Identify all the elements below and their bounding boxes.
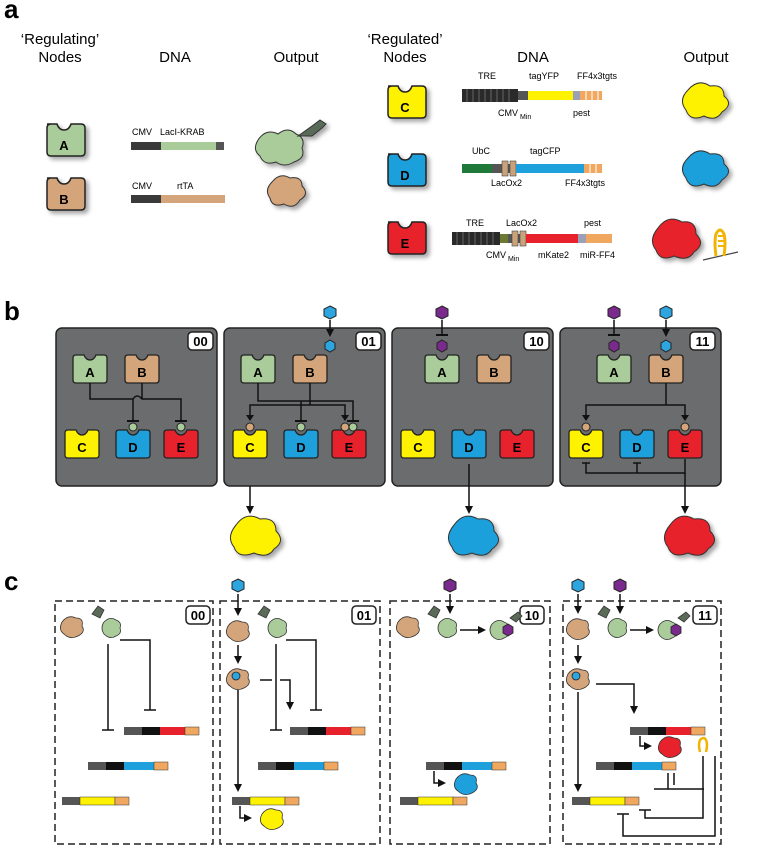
regulating-title: ‘Regulating’ [21,31,99,48]
svg-text:A: A [253,365,263,380]
dna-d-label-lacox2: LacOx2 [491,178,522,188]
dna-e-label-cmv: CMV [486,250,506,260]
svg-text:A: A [437,365,447,380]
dna-c-label-cmv: CMV [498,108,518,118]
svg-text:B: B [305,365,314,380]
svg-text:C: C [245,440,255,455]
svg-text:D: D [296,440,305,455]
state-label-00: 00 [193,334,207,349]
output-a-protein [254,119,327,166]
dna-c-label-ff4: FF4x3tgts [577,71,618,81]
dna-e-label-lacox2: LacOx2 [506,218,537,228]
svg-text:D: D [632,440,641,455]
dna-c-label-tagyfp: tagYFP [529,71,559,81]
svg-text:C: C [413,440,423,455]
node-c-label: C [400,100,410,115]
dna-e-label-pest: pest [584,218,602,228]
panel-c-label: c [4,566,18,596]
svg-text:D: D [464,440,473,455]
node-e-legend [387,221,427,255]
panel-a-label: a [4,0,19,24]
circuit-box-10: 10 [389,578,551,845]
dna-header-left: DNA [159,49,191,66]
dna-c-construct [462,89,602,102]
node-a-label: A [59,138,69,153]
node-c-legend [387,85,427,119]
node-a-legend [46,123,86,157]
circuit-state-00: 00 [191,608,205,623]
state-label-11: 11 [696,334,710,349]
dna-c-label-tre: TRE [478,71,496,81]
node-e-label: E [401,236,410,251]
dna-e-label-min: Min [508,256,519,263]
dna-b-label-2: rtTA [177,181,193,191]
dna-c-label-pest: pest [573,108,591,118]
output-header-right: Output [683,49,729,66]
svg-text:E: E [177,440,186,455]
svg-text:B: B [661,365,670,380]
dna-a-construct [131,142,224,150]
regulated-title: ‘Regulated’ [367,31,442,48]
circuit-box-00: 00 [54,600,214,845]
circuit-state-01: 01 [357,608,371,623]
dna-d-construct [462,160,602,177]
state-box-01: 01 A B C D E [223,305,386,487]
svg-text:A: A [609,365,619,380]
dna-e-construct [452,230,612,247]
dna-d-label-ff4: FF4x3tgts [565,178,606,188]
regulated-title-2: Nodes [383,49,426,66]
circuit-box-01: 01 [219,578,381,845]
svg-text:A: A [85,365,95,380]
dna-d-label-ubc: UbC [472,146,491,156]
state-label-01: 01 [361,334,375,349]
circuit-box-11: 11 [562,578,722,845]
state-box-00: 00 A B C D E [55,327,218,487]
dna-a-label-2: LacI-KRAB [160,127,205,137]
regulating-title-2: Nodes [38,49,81,66]
svg-text:B: B [137,365,146,380]
dna-e-label-mir: miR-FF4 [580,250,615,260]
node-b-label: B [59,192,68,207]
panel-b-label: b [4,296,20,326]
dna-e-label-tre: TRE [466,218,484,228]
svg-text:E: E [681,440,690,455]
node-b-legend [46,177,86,211]
output-01-yellow [230,515,281,556]
output-11-red [664,515,715,556]
svg-text:B: B [489,365,498,380]
svg-text:E: E [513,440,522,455]
dna-d-label-tagcfp: tagCFP [530,146,561,156]
svg-text:C: C [581,440,591,455]
output-header-left: Output [273,49,319,66]
state-box-10: 10 A B C D E [391,305,554,487]
svg-text:D: D [128,440,137,455]
dna-c-label-min: Min [520,114,531,121]
output-d-protein [682,150,729,187]
output-10-blue [448,515,499,556]
output-e-protein [652,218,701,259]
dna-b-label-1: CMV [132,181,152,191]
output-b-protein [266,175,306,207]
state-label-10: 10 [529,334,543,349]
node-d-legend [387,153,427,187]
dna-a-label-1: CMV [132,127,152,137]
node-d-label: D [400,168,409,183]
circuit-state-11: 11 [698,608,712,623]
mirna-hairpin-icon [702,228,739,261]
output-c-protein [682,82,729,119]
svg-text:E: E [345,440,354,455]
dna-header-right: DNA [517,49,549,66]
state-box-11: 11 A B C D E [559,305,722,487]
circuit-state-10: 10 [525,608,539,623]
svg-text:C: C [77,440,87,455]
dna-e-label-mkate2: mKate2 [538,250,569,260]
dna-b-construct [131,195,225,203]
